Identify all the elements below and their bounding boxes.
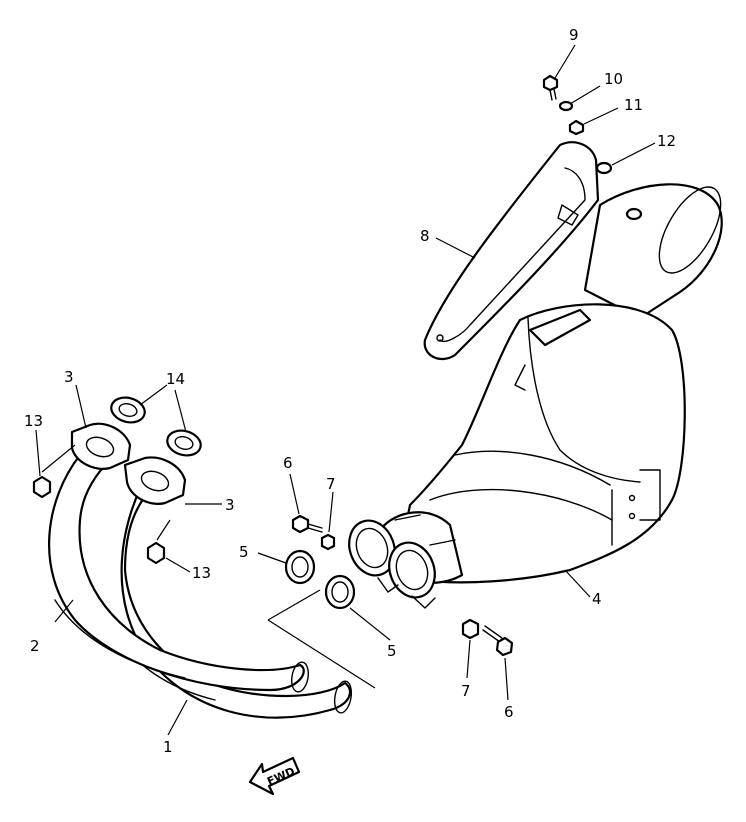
bolt-6-lower [482, 625, 514, 657]
flange-lower [123, 456, 187, 505]
bolt-9 [542, 74, 559, 101]
gasket-5-lower [324, 574, 356, 610]
callout-7-lower: 7 [461, 682, 471, 700]
nut-7-lower [461, 618, 480, 640]
callout-6-lower: 6 [504, 703, 514, 721]
heat-protector [423, 141, 600, 361]
leader-lines [35, 44, 656, 736]
nut-7-upper [320, 533, 336, 551]
callout-13-upper: 13 [24, 412, 43, 430]
callout-5-lower: 5 [387, 642, 397, 660]
washer-10 [558, 100, 574, 112]
callout-labels: 9 10 11 12 8 3 14 13 6 7 3 5 13 4 2 5 7 … [24, 26, 676, 756]
callout-13-lower: 13 [192, 564, 211, 582]
callout-7-upper: 7 [326, 475, 336, 493]
callout-3-lower: 3 [225, 496, 235, 514]
gasket-5-upper [284, 549, 316, 585]
flange-upper [70, 422, 132, 470]
callout-11: 11 [624, 96, 643, 114]
callout-12: 12 [657, 132, 676, 150]
callout-9: 9 [569, 26, 579, 44]
muffler-assembly [348, 183, 723, 609]
grommet-12 [595, 161, 643, 221]
forward-direction-arrow: FWD [248, 756, 301, 796]
callout-4: 4 [592, 590, 602, 608]
callout-6-upper: 6 [283, 454, 293, 472]
collar-11 [568, 119, 585, 136]
callout-1: 1 [163, 738, 173, 756]
callout-10: 10 [604, 70, 623, 88]
bolt-6-upper [291, 514, 323, 534]
gasket-lower [166, 429, 202, 457]
callout-8: 8 [420, 227, 430, 245]
nut-13-upper [32, 475, 52, 499]
callout-5-upper: 5 [239, 543, 249, 561]
callout-2: 2 [30, 637, 40, 655]
callout-14: 14 [166, 370, 185, 388]
callout-3-upper: 3 [64, 368, 74, 386]
nut-13-lower [146, 541, 166, 565]
gasket-upper [110, 396, 146, 424]
exhaust-pipe-2 [48, 453, 309, 693]
